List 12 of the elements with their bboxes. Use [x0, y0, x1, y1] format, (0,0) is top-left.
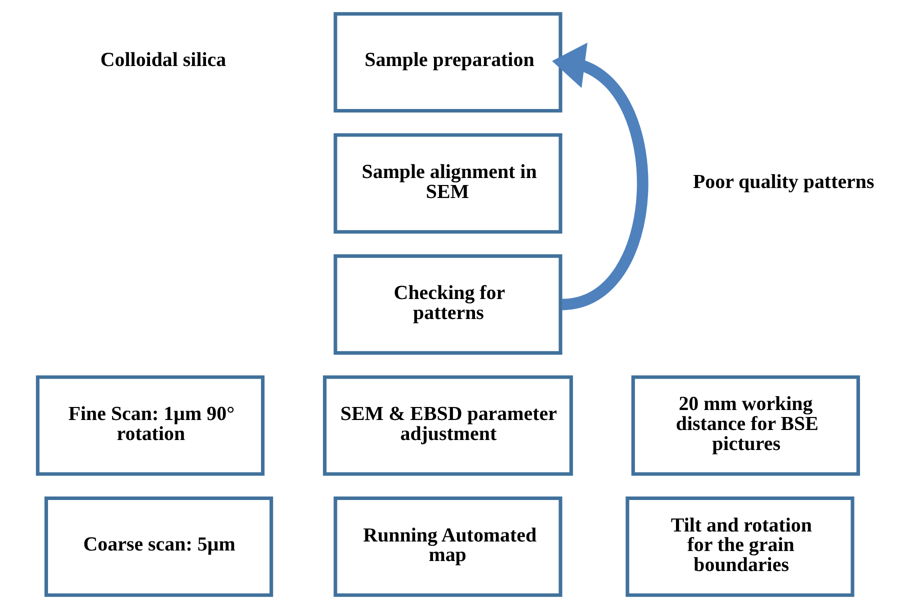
arrow [552, 42, 648, 310]
node-box: Tilt and rotation for the grain boundaries [625, 496, 854, 597]
node-box: Sample preparation [333, 12, 562, 113]
node-box: Sample alignment in SEM [333, 133, 562, 234]
node-box: Fine Scan: 1µm 90° rotation [35, 375, 264, 476]
node-box: 20 mm working distance for BSE pictures [630, 375, 860, 476]
edge-label: Poor quality patterns [692, 170, 874, 193]
node-box: SEM & EBSD parameter adjustment [322, 375, 572, 476]
node-box: Running Automated map [333, 496, 562, 597]
node-box: Checking for patterns [333, 254, 562, 355]
node-box: Coarse scan: 5µm [44, 496, 273, 597]
label: Colloidal silica [100, 49, 226, 72]
